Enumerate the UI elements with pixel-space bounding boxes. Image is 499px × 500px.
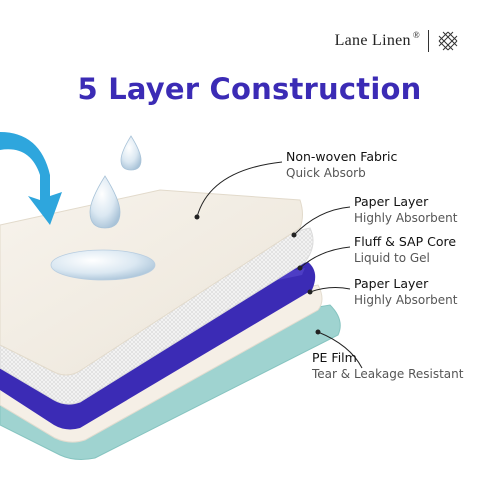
- non-woven-layer: [0, 189, 303, 376]
- layer-description: Liquid to Gel: [354, 251, 430, 265]
- page-title: 5 Layer Construction: [77, 72, 422, 106]
- layer-name: Non-woven Fabric: [286, 149, 398, 164]
- layer-label-pe-film: PE Film Tear & Leakage Resistant: [312, 350, 463, 382]
- brand-name: Lane Linen: [334, 32, 411, 49]
- layer-label-non-woven: Non-woven Fabric Quick Absorb: [286, 149, 397, 181]
- brand-registered-mark: ®: [412, 30, 420, 40]
- layer-name: PE Film: [312, 350, 357, 365]
- water-drop-icon: [120, 135, 142, 171]
- layer-label-sap-core: Fluff & SAP Core Liquid to Gel: [354, 234, 456, 266]
- layer-name: Paper Layer: [354, 276, 429, 291]
- liquid-arrow-icon: [0, 132, 62, 225]
- layer-description: Tear & Leakage Resistant: [312, 367, 464, 381]
- layer-description: Highly Absorbent: [354, 293, 458, 307]
- layer-name: Fluff & SAP Core: [354, 234, 457, 249]
- layer-description: Quick Absorb: [286, 166, 366, 180]
- brand-header: Lane Linen®: [335, 30, 459, 52]
- layer-description: Highly Absorbent: [354, 211, 458, 225]
- water-puddle-icon: [50, 249, 156, 281]
- layer-label-paper-upper: Paper Layer Highly Absorbent: [354, 194, 458, 226]
- layer-label-paper-lower: Paper Layer Highly Absorbent: [354, 276, 458, 308]
- brand-divider: [428, 30, 429, 52]
- water-drop-icon: [89, 175, 121, 229]
- layer-name: Paper Layer: [354, 194, 429, 209]
- crosshatch-logo-icon: [438, 31, 458, 51]
